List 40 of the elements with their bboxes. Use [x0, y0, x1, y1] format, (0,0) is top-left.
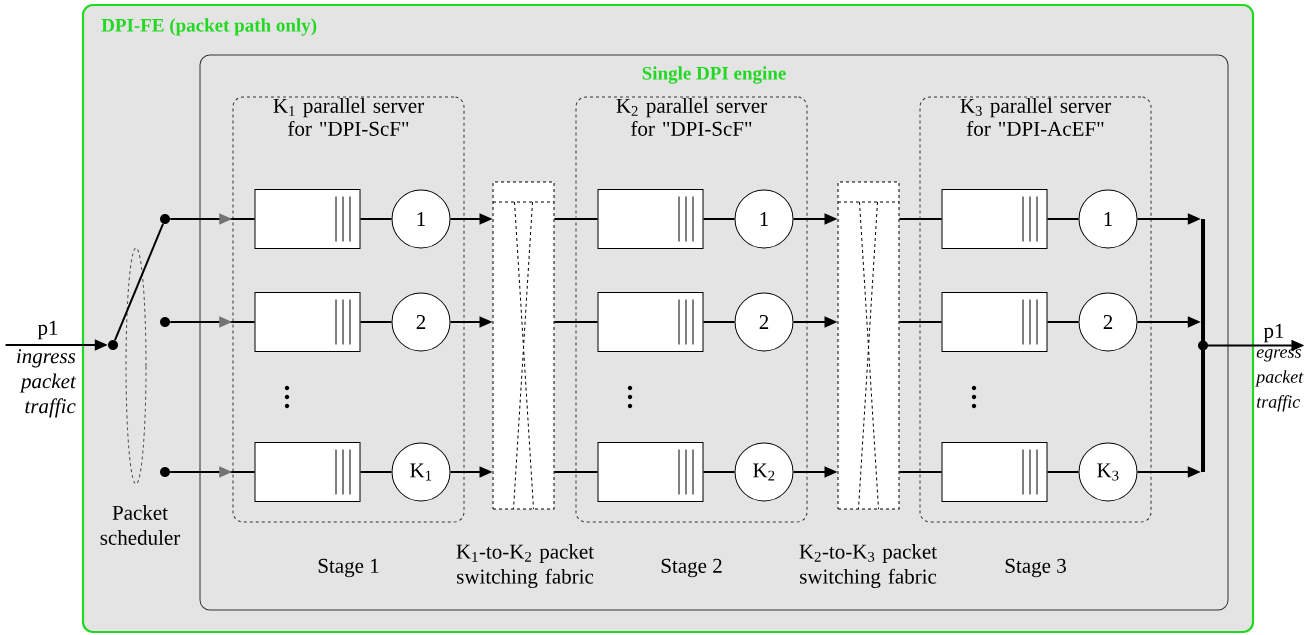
- connector-line: [898, 471, 943, 473]
- connector-line: [898, 218, 943, 220]
- connector-line: [1046, 321, 1080, 323]
- connector-line: [553, 471, 599, 473]
- connector-line: [1046, 218, 1080, 220]
- traffic-label: ingress packet traffic: [17, 349, 77, 418]
- arrow: [169, 213, 256, 225]
- traffic-label: egress packet traffic: [1255, 349, 1304, 412]
- stage-label: Stage 1: [318, 558, 379, 578]
- connector-line: [359, 218, 393, 220]
- queue-box: [597, 442, 704, 502]
- connector-line: [702, 218, 736, 220]
- queue-box: [597, 189, 704, 249]
- edge-label: p1: [1263, 323, 1284, 343]
- scheduler-label: Packet scheduler: [100, 505, 181, 545]
- connector-line: [359, 471, 393, 473]
- queue-box: [941, 442, 1048, 502]
- stage-label: Stage 2: [661, 558, 722, 578]
- queue-box: [597, 292, 704, 352]
- fabric-label: K$_{1}$-to-K$_{2}$ packet switching fabric: [456, 543, 594, 589]
- connector-line: [553, 218, 599, 220]
- switching-fabric: [492, 181, 555, 510]
- connector-line: [1046, 471, 1080, 473]
- connector-line: [359, 321, 393, 323]
- queue-box: [254, 442, 361, 502]
- edge-label: p1: [37, 320, 58, 340]
- switching-fabric: [837, 181, 900, 510]
- queue-box: [941, 189, 1048, 249]
- scheduler-ellipse: [114, 222, 164, 485]
- connector-line: [898, 321, 943, 323]
- queue-box: [254, 189, 361, 249]
- connector-line: [702, 471, 736, 473]
- stage-label: Stage 3: [1005, 558, 1066, 578]
- arrow: [169, 466, 256, 478]
- arrow: [169, 316, 256, 328]
- connector-line: [702, 321, 736, 323]
- queue-box: [254, 292, 361, 352]
- queue-box: [941, 292, 1048, 352]
- connector-line: [553, 321, 599, 323]
- fabric-label: K$_{2}$-to-K$_{3}$ packet switching fabric: [799, 543, 937, 589]
